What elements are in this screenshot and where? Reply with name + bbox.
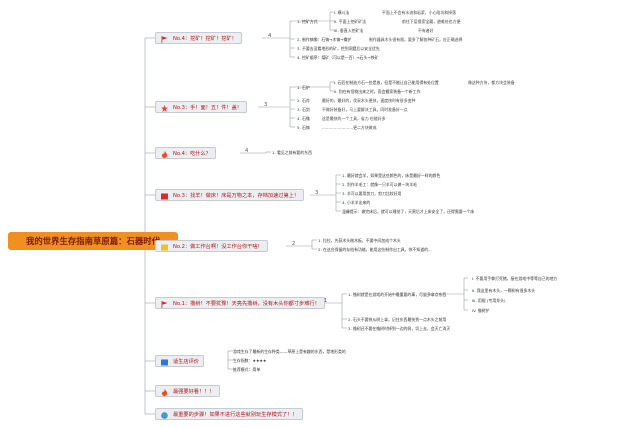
- sub-item: III. 用棍 (专用斧头): [472, 298, 506, 303]
- branch-title: No.1：撸树！不要犹豫！天亮先撸树，没有木头你都寸步难行！: [173, 301, 320, 307]
- item-text: 2. 石斧: [297, 98, 310, 103]
- item-text: 3. 石剑: [297, 107, 310, 112]
- sub-item: III. 垂直入挖矿法: [334, 28, 364, 33]
- branch-node[interactable]: No.3：手！面！五！件！盖！: [155, 101, 247, 113]
- item-text: 1. 撸树就是在游戏的开始中最重要的事，尽量多拿点东西: [348, 292, 447, 297]
- branch-title: No.3：手！面！五！件！盖！: [173, 105, 242, 111]
- item-text: 1. 挖矿方式: [297, 19, 318, 24]
- item-text: 2. 在这台保留的存档有功能，能用这些制作出工具，你不知道的...: [318, 247, 432, 252]
- branch-node[interactable]: No.3：找羊！做床！床是万物之本，存档加速过第上！: [155, 189, 305, 201]
- item-text: 1. 看见之前有要的东西: [272, 150, 312, 155]
- item-text: 1. 石炉: [297, 85, 310, 90]
- branch-title: 最强要好看！！！: [173, 389, 215, 395]
- earth-icon: [161, 411, 168, 419]
- sub-tail: 像这种方块，都方块会装备: [468, 80, 515, 85]
- star-icon: [161, 104, 168, 112]
- root-topic[interactable]: 我的世界生存指南草原篇：石器时代: [8, 232, 178, 250]
- branch-title: No.2：做工作台啊！没工作台你干啥！: [173, 244, 263, 250]
- item-text: 5. 石镐: [297, 125, 310, 130]
- fire-icon: [161, 150, 168, 158]
- branch-title: No.3：找羊！做床！床是万物之本，存档加速过第上！: [173, 193, 300, 199]
- sub-item: I. 石匠在制造方石一些是放，但是不能让自己能用得有处位置: [334, 80, 439, 85]
- item-text: 2. 制作镐锄：石镐→木镐→撬铲: [297, 37, 352, 42]
- sub-tail: 前往下层搜索宝藏，避难处也方便: [402, 19, 461, 24]
- item-text: 3. 不要去没看地形的矿，挖到洞窟后以安全优先: [297, 46, 380, 51]
- branch-node[interactable]: No.4：挖矿！挖矿！挖矿！: [155, 32, 242, 44]
- branch-node[interactable]: No.4：吃什么？: [155, 147, 216, 159]
- item-text: 4. 石锄: [297, 116, 310, 121]
- fire-icon: [161, 388, 168, 396]
- item-text: 3. 羊可以要用剪刀，剪刀比较好用: [342, 191, 402, 196]
- branch-node[interactable]: No.2：做工作台啊！没工作台你干啥！: [155, 240, 268, 252]
- branch-number: 3: [315, 190, 319, 196]
- item-tail: 这是最快的一个工具，省力 也能好多: [322, 116, 386, 121]
- item-text: 推荐模式：简单: [233, 367, 261, 372]
- item-text: 1. 最好就会羊，如果是这些颜色的，床是最好一样的颜色: [342, 173, 441, 178]
- item-text: 3. 撸树还不要在撸树时掉到一边的树，切上去，会灭亡消灭: [348, 326, 451, 331]
- sub-item: IV. 撸树铲: [472, 308, 490, 313]
- item-text: 4. 挖矿顺序：煤矿（可以是一百）→石头→铁矿: [297, 55, 379, 60]
- sub-item: II. 平面上挖矿矿法: [334, 19, 367, 24]
- item-tail: ……………………更二方块做成: [322, 125, 377, 130]
- sub-item: I. 不要用手拳打死猪，接在游戏中等等自己的地方: [472, 276, 558, 281]
- flag-red-icon: [161, 35, 168, 43]
- item-text: 生存指数：★★★★: [233, 358, 267, 363]
- branch-number: 4: [245, 148, 249, 154]
- item-text: 4. 小羊羊出来的: [342, 200, 371, 205]
- red-square-icon: [161, 193, 168, 200]
- item-text: 游戏生存了最新的生存种类——草原上是有趣的东西，是地形类的: [233, 349, 346, 354]
- item-text: 1. 拉拉，先获木头做木板，不要中间加成个木头: [318, 238, 401, 243]
- branch-node[interactable]: 适生店评价: [155, 355, 204, 367]
- item-text: 2. 别作羊毛工：就像一只羊可以做一块羊毛: [342, 182, 417, 187]
- branch-title: No.4：挖矿！挖矿！挖矿！: [173, 36, 237, 42]
- flag-red-icon: [161, 300, 168, 308]
- branch-node[interactable]: 最重要的步骤！如果不进行这些就别玩生存模式了！！: [155, 408, 303, 420]
- branch-node[interactable]: 最强要好看！！！: [155, 385, 220, 397]
- sub-tail: 平面上不会有水流和岩浆，小心陷坑和掉落: [382, 10, 456, 15]
- sub-item: II. 别在有怪物出来之时，而会搬家装备一个新工作: [334, 89, 421, 94]
- sub-item: I. 横斗法: [334, 10, 350, 15]
- branch-number: 1: [324, 298, 328, 304]
- item-tail: 最好的，最好的，伐采木头更快，速度快时有很多变种: [322, 98, 416, 103]
- item-tail: 制作器具木头很有限，要多了解各种矿石，应正确选择: [369, 37, 463, 42]
- item-text: 温馨提示：做完床后，就可以睡觉了，天黑后才上床安全了，还得需要一个床: [342, 209, 475, 214]
- branch-number: 3: [264, 102, 268, 108]
- yellow-square-icon: [161, 244, 168, 251]
- sub-tail: 不有者好: [418, 28, 434, 33]
- branch-number: 4: [268, 33, 272, 39]
- branch-title: No.4：吃什么？: [173, 151, 211, 157]
- branch-title: 最重要的步骤！如果不进行这些就别玩生存模式了！！: [173, 412, 298, 418]
- item-text: 2. 石头不要快从树上拿，记住东西最快到一点木头之前用: [348, 317, 447, 322]
- branch-title: 适生店评价: [173, 359, 199, 365]
- sub-item: II. 我这里有木头，一颗树有很多木头: [472, 288, 536, 293]
- item-tail: 不做好装备好，马上要解决工具，同时准备好一点: [322, 107, 408, 112]
- blue-square-icon: [161, 359, 168, 366]
- branch-number: 2: [292, 241, 296, 247]
- branch-node[interactable]: No.1：撸树！不要犹豫！天亮先撸树，没有木头你都寸步难行！: [155, 297, 325, 309]
